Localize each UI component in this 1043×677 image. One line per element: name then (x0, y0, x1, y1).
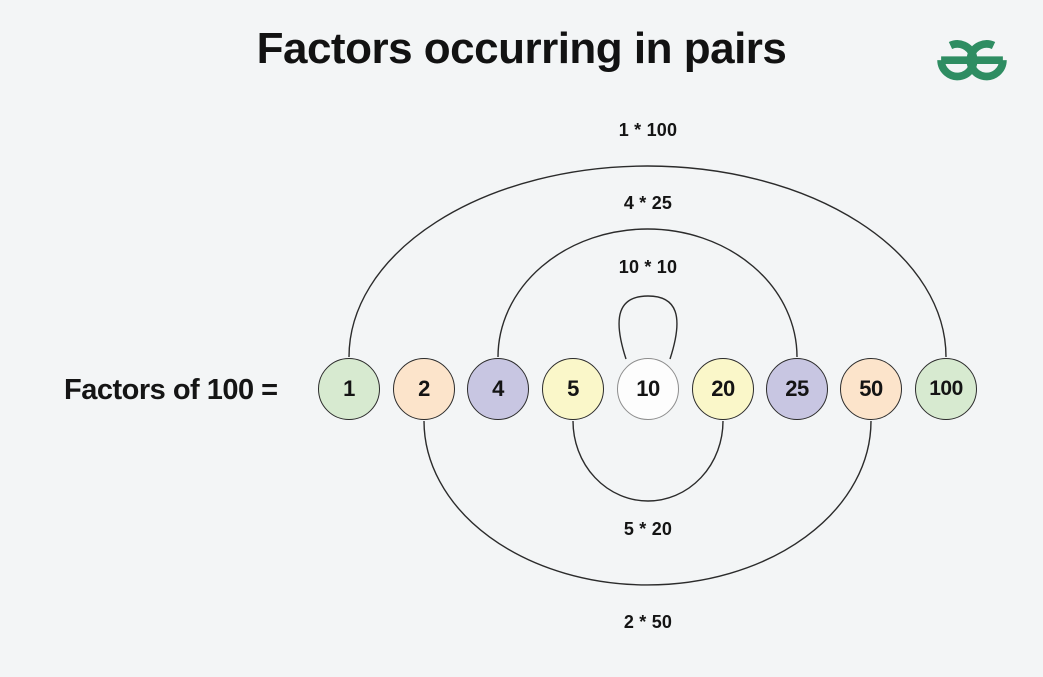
arc-10x10 (618, 295, 678, 360)
pair-label-5x20: 5 * 20 (623, 519, 673, 539)
page-title: Factors occurring in pairs (256, 24, 787, 73)
logo-right-g (966, 40, 1007, 81)
factor-circle-1: 1 (318, 358, 380, 420)
factors-of-100-label: Factors of 100 = (64, 374, 278, 406)
geeksforgeeks-logo (937, 40, 1007, 81)
arc-5x20 (572, 420, 724, 502)
factor-circle-10: 10 (617, 358, 679, 420)
arc-2x50 (423, 420, 872, 586)
pair-label-1x100: 1 * 100 (618, 120, 678, 140)
factor-circle-50: 50 (840, 358, 902, 420)
factor-circle-4: 4 (467, 358, 529, 420)
factor-circle-20: 20 (692, 358, 754, 420)
pair-label-2x50: 2 * 50 (623, 612, 673, 632)
pair-label-4x25: 4 * 25 (623, 193, 673, 213)
pair-label-10x10: 10 * 10 (618, 257, 678, 277)
factor-circle-5: 5 (542, 358, 604, 420)
arc-4x25 (497, 228, 798, 358)
factor-circle-25: 25 (766, 358, 828, 420)
factor-circle-100: 100 (915, 358, 977, 420)
factor-circle-2: 2 (393, 358, 455, 420)
